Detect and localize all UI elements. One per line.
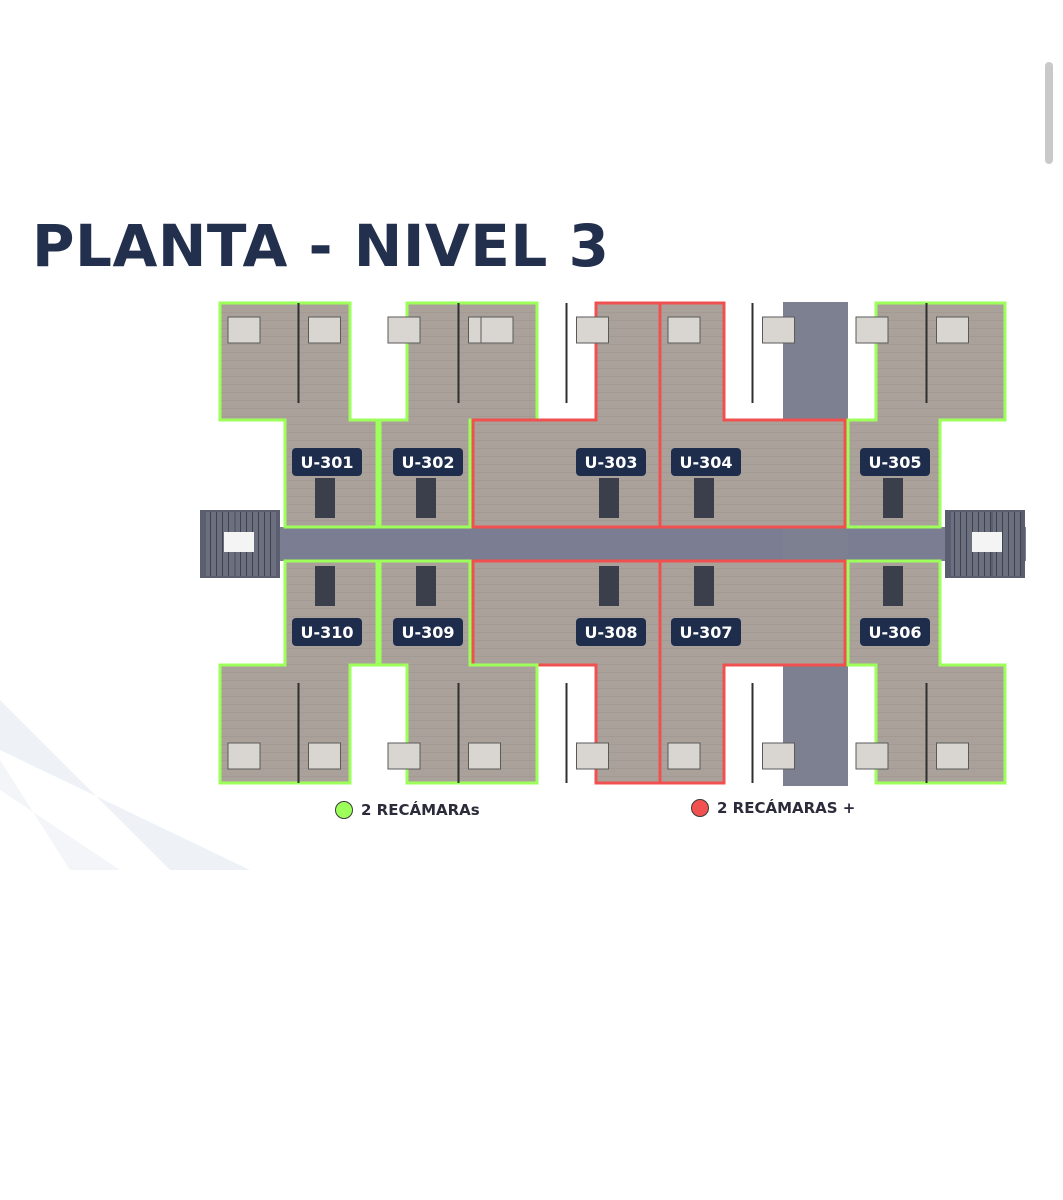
scrollbar[interactable]	[1045, 62, 1053, 164]
kitchen-island-icon	[883, 478, 903, 518]
label-background	[576, 448, 646, 476]
circulation-shaft	[783, 302, 848, 786]
bed-icon	[936, 316, 969, 344]
label-background	[860, 618, 930, 646]
unit-label-badge[interactable]: U-306	[860, 618, 930, 646]
unit-label: U-308	[584, 623, 637, 642]
bed-icon	[308, 742, 341, 770]
bed-icon	[468, 742, 501, 770]
bed-icon	[480, 316, 514, 344]
bed-icon	[387, 742, 421, 770]
central-corridor	[200, 527, 1026, 561]
bed-icon	[667, 316, 701, 344]
bed-icon	[576, 742, 609, 770]
kitchen-island-icon	[694, 566, 714, 606]
kitchen-island-icon	[883, 566, 903, 606]
legend-label: 2 RECÁMARAS +	[717, 799, 856, 817]
bed-icon	[227, 742, 261, 770]
label-background	[860, 448, 930, 476]
unit-label: U-309	[401, 623, 454, 642]
bed-icon	[576, 316, 609, 344]
stairwell-left	[200, 510, 280, 578]
unit-label: U-307	[679, 623, 732, 642]
unit-label: U-310	[300, 623, 353, 642]
unit-label-badge[interactable]: U-305	[860, 448, 930, 476]
label-background	[393, 448, 463, 476]
unit-label-badge[interactable]: U-301	[292, 448, 362, 476]
unit-label: U-301	[300, 453, 353, 472]
bed-icon	[936, 742, 969, 770]
bed-icon	[855, 316, 889, 344]
legend-two-bedroom: 2 RECÁMARAs	[335, 801, 480, 819]
kitchen-island-icon	[416, 566, 436, 606]
bed-icon	[387, 316, 421, 344]
legend-dot-green	[335, 801, 353, 819]
label-background	[292, 448, 362, 476]
bed-icon	[308, 316, 341, 344]
kitchen-island-icon	[315, 566, 335, 606]
unit-u-305[interactable]	[846, 301, 1007, 529]
label-background	[576, 618, 646, 646]
bed-icon	[762, 316, 795, 344]
unit-footprint	[378, 559, 539, 785]
label-background	[671, 448, 741, 476]
kitchen-island-icon	[599, 478, 619, 518]
label-background	[671, 618, 741, 646]
unit-label-badge[interactable]: U-308	[576, 618, 646, 646]
bed-icon	[227, 316, 261, 344]
unit-label-badge[interactable]: U-310	[292, 618, 362, 646]
unit-label-badge[interactable]: U-309	[393, 618, 463, 646]
page-title: PLANTA - NIVEL 3	[32, 212, 610, 280]
unit-u-301[interactable]	[218, 301, 379, 529]
decorative-swoosh	[0, 700, 250, 870]
unit-footprint	[846, 559, 1007, 785]
unit-label: U-302	[401, 453, 454, 472]
unit-label: U-305	[868, 453, 921, 472]
unit-label: U-303	[584, 453, 637, 472]
label-background	[292, 618, 362, 646]
unit-label: U-304	[679, 453, 732, 472]
unit-u-306[interactable]	[846, 559, 1007, 785]
legend-two-bedroom-plus: 2 RECÁMARAS +	[691, 799, 855, 817]
kitchen-island-icon	[416, 478, 436, 518]
bed-icon	[855, 742, 889, 770]
kitchen-island-icon	[599, 566, 619, 606]
unit-label-badge[interactable]: U-307	[671, 618, 741, 646]
legend-label: 2 RECÁMARAs	[361, 801, 480, 819]
bed-icon	[762, 742, 795, 770]
unit-label: U-306	[868, 623, 921, 642]
legend-dot-red	[691, 799, 709, 817]
unit-label-badge[interactable]: U-304	[671, 448, 741, 476]
label-background	[393, 618, 463, 646]
unit-u-310[interactable]	[218, 559, 379, 785]
unit-label-badge[interactable]: U-303	[576, 448, 646, 476]
kitchen-island-icon	[315, 478, 335, 518]
bed-icon	[667, 742, 701, 770]
unit-label-badge[interactable]: U-302	[393, 448, 463, 476]
unit-footprint	[218, 559, 379, 785]
stairwell-right	[945, 510, 1025, 578]
kitchen-island-icon	[694, 478, 714, 518]
unit-u-309[interactable]	[378, 559, 539, 785]
